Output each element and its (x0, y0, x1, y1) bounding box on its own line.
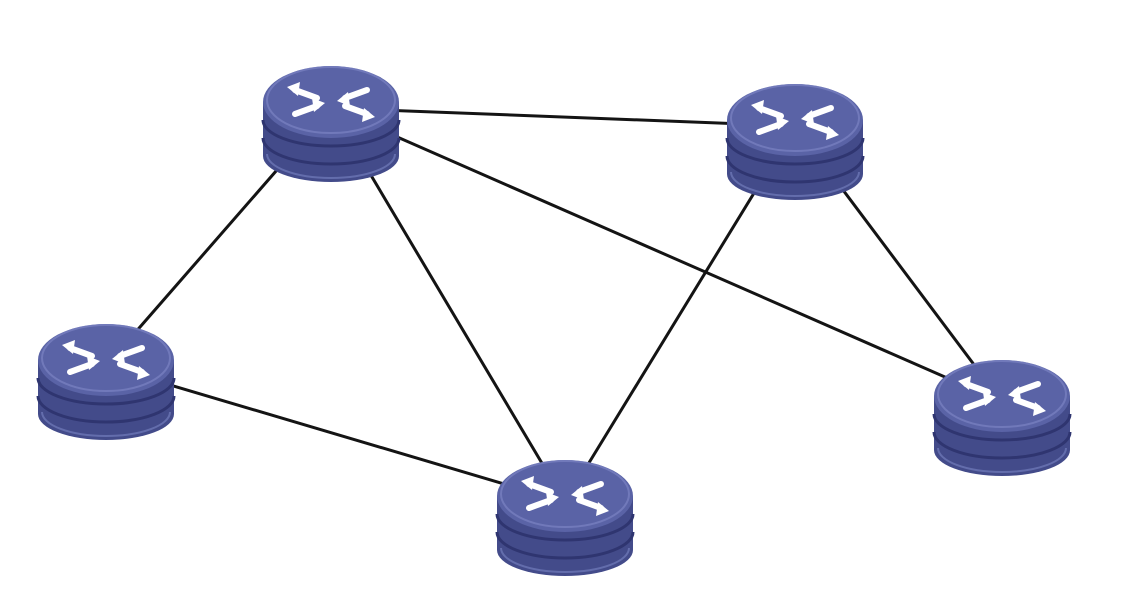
router-icon (261, 66, 401, 182)
router-icon (495, 460, 635, 576)
router-right (932, 360, 1072, 476)
links-layer (104, 106, 1004, 504)
router-left (36, 324, 176, 440)
link-router-left-to-router-bottom-center (104, 364, 567, 504)
router-top-right (725, 84, 865, 200)
link-router-top-left-to-router-top-right (329, 106, 797, 128)
link-router-top-left-to-router-right (329, 106, 1004, 404)
nodes-layer (36, 66, 1072, 576)
router-icon (36, 324, 176, 440)
router-icon (932, 360, 1072, 476)
router-bottom-center (495, 460, 635, 576)
router-top-left (261, 66, 401, 182)
router-icon (725, 84, 865, 200)
